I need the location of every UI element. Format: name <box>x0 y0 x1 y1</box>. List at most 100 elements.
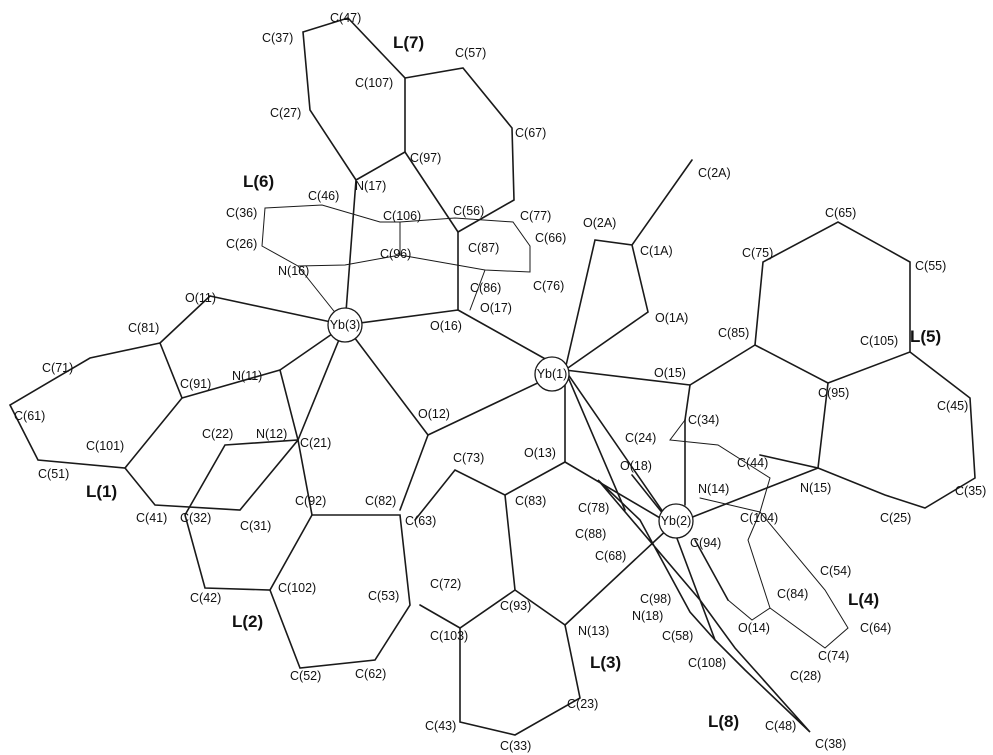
bond-l1-ring-b <box>124 369 299 511</box>
bond-l4-ring-c <box>759 511 849 649</box>
atom-label: C(26) <box>226 237 257 251</box>
atom-label: C(92) <box>295 494 326 508</box>
atom-label: C(85) <box>718 326 749 340</box>
bond-l6-ring-b <box>399 217 531 273</box>
atom-label: C(72) <box>430 577 461 591</box>
bond-l7-ring-a <box>302 17 406 182</box>
ligand-label-l6: L(6) <box>243 172 274 191</box>
bond-l5-ring-a <box>689 344 829 469</box>
atom-label: C(25) <box>880 511 911 525</box>
yb3-label: Yb(3) <box>330 318 361 332</box>
atom-label: C(38) <box>815 737 846 751</box>
atom-label: C(86) <box>470 281 501 295</box>
atom-label: C(107) <box>355 76 393 90</box>
atom-label: C(52) <box>290 669 321 683</box>
atom-label: C(81) <box>128 321 159 335</box>
atom-label: O(2A) <box>583 216 616 230</box>
atom-label: C(98) <box>640 592 671 606</box>
bond-l8-ring <box>597 479 811 733</box>
atom-label: C(54) <box>820 564 851 578</box>
atom-label: C(56) <box>453 204 484 218</box>
atom-label: C(96) <box>380 247 411 261</box>
bond-l4-ring-b <box>727 511 771 621</box>
bond-l3-n13-yb2 <box>564 524 673 626</box>
atom-label: C(36) <box>226 206 257 220</box>
atom-label: O(16) <box>430 319 462 333</box>
atom-label: C(37) <box>262 31 293 45</box>
atom-label: C(41) <box>136 511 167 525</box>
atom-label: C(67) <box>515 126 546 140</box>
atom-labels: C(37) C(47) C(57) C(107) C(27) C(67) C(9… <box>14 11 986 753</box>
atom-label: C(22) <box>202 427 233 441</box>
atom-label: C(1A) <box>640 244 673 258</box>
atom-label: C(95) <box>818 386 849 400</box>
bond-l4-ring-a <box>669 419 771 513</box>
atom-label: C(45) <box>937 399 968 413</box>
atom-label: C(2A) <box>698 166 731 180</box>
atom-label: C(75) <box>742 246 773 260</box>
atom-label: C(44) <box>737 456 768 470</box>
atom-label: C(64) <box>860 621 891 635</box>
atom-label: C(24) <box>625 431 656 445</box>
atom-label: C(97) <box>410 151 441 165</box>
atom-label: C(91) <box>180 377 211 391</box>
atom-label: C(88) <box>575 527 606 541</box>
atom-label: O(1A) <box>655 311 688 325</box>
atom-label: C(46) <box>308 189 339 203</box>
atom-label: C(77) <box>520 209 551 223</box>
atom-label: N(13) <box>578 624 609 638</box>
atom-label: C(58) <box>662 629 693 643</box>
atom-label: C(103) <box>430 629 468 643</box>
atom-label: C(73) <box>453 451 484 465</box>
bond-l5-ring-b <box>754 221 911 384</box>
ligand-label-l8: L(8) <box>708 712 739 731</box>
yb2-atom <box>658 503 694 539</box>
atom-label: C(84) <box>777 587 808 601</box>
ligand-label-l1: L(1) <box>86 482 117 501</box>
ligand-label-l2: L(2) <box>232 612 263 631</box>
atom-label: C(108) <box>688 656 726 670</box>
bond-l2-ring-b <box>269 514 411 669</box>
atom-label: C(48) <box>765 719 796 733</box>
bonds <box>8 17 976 736</box>
bond-l7-n-yb3 <box>344 179 357 326</box>
bond-o12-c82 <box>399 434 429 511</box>
bond-o15-c34 <box>684 384 691 421</box>
atom-label: C(33) <box>500 739 531 753</box>
atom-label: C(55) <box>915 259 946 273</box>
atom-label: N(12) <box>256 427 287 441</box>
atom-label: C(93) <box>500 599 531 613</box>
atom-label: C(43) <box>425 719 456 733</box>
atom-label: C(57) <box>455 46 486 60</box>
atom-label: C(28) <box>790 669 821 683</box>
yb1-atom <box>534 356 570 392</box>
atom-label: C(23) <box>567 697 598 711</box>
atom-label: N(18) <box>632 609 663 623</box>
atom-label: C(31) <box>240 519 271 533</box>
atom-label: C(76) <box>533 279 564 293</box>
atom-label: C(63) <box>405 514 436 528</box>
atom-label: O(18) <box>620 459 652 473</box>
atom-label: C(65) <box>825 206 856 220</box>
atom-label: N(14) <box>698 482 729 496</box>
atom-label: C(68) <box>595 549 626 563</box>
atom-label: C(105) <box>860 334 898 348</box>
atom-label: C(106) <box>383 209 421 223</box>
bond-l1-o11 <box>159 295 211 344</box>
yb3-atom <box>327 307 363 343</box>
atom-label: C(66) <box>535 231 566 245</box>
atom-label: C(62) <box>355 667 386 681</box>
metal-atoms: Yb(3) Yb(1) Yb(2) <box>327 307 694 539</box>
bond-yb3-n12 <box>297 324 346 441</box>
atom-label: C(32) <box>180 511 211 525</box>
atom-label: C(42) <box>190 591 221 605</box>
bond-yb3-o12 <box>344 324 429 436</box>
atom-label: O(14) <box>738 621 770 635</box>
bond-l3-ring-a <box>414 468 516 629</box>
bond-l8-yb1 <box>564 369 626 511</box>
bond-l8-yb2 <box>671 524 716 641</box>
atom-label: C(101) <box>86 439 124 453</box>
bond-l5-ring-c <box>817 351 976 509</box>
